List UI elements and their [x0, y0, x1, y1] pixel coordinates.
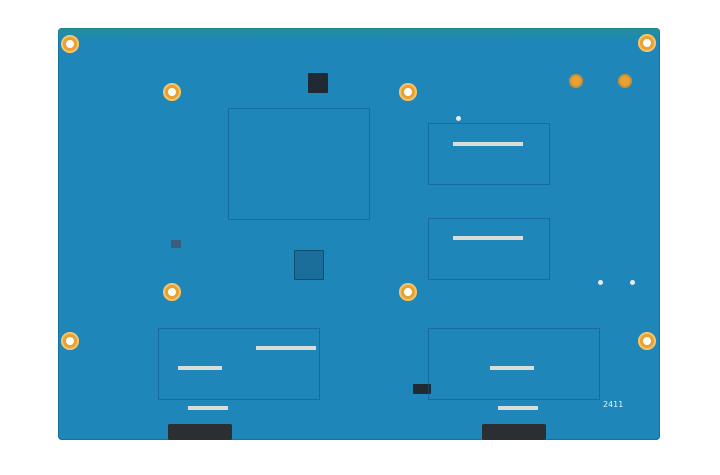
pad-row: [498, 406, 538, 410]
pad-row: [453, 142, 523, 146]
circuit-board: 2411: [58, 28, 660, 440]
trace-region: [428, 218, 550, 280]
antenna-connector: [620, 76, 630, 86]
via: [456, 116, 461, 121]
via: [630, 280, 635, 285]
mounting-hole: [163, 283, 181, 301]
trace-region: [428, 123, 550, 185]
usb-port: [482, 424, 546, 440]
mounting-hole: [638, 332, 656, 350]
component: [171, 240, 181, 248]
usb-port: [168, 424, 232, 440]
pad-row: [453, 236, 523, 240]
diode: [413, 384, 431, 394]
ic-chip: [308, 73, 328, 93]
pad-row: [256, 346, 316, 350]
pad-row: [178, 366, 222, 370]
trace-region: [228, 108, 370, 220]
antenna-connector: [571, 76, 581, 86]
board-edge: [58, 28, 660, 42]
via: [598, 280, 603, 285]
silkscreen-label: 2411: [603, 400, 624, 409]
ic-footprint: [294, 250, 324, 280]
mounting-hole: [61, 35, 79, 53]
mounting-hole: [61, 332, 79, 350]
trace-region: [158, 328, 320, 400]
trace-region: [428, 328, 600, 400]
pad-row: [490, 366, 534, 370]
mounting-hole: [163, 83, 181, 101]
mounting-hole: [399, 283, 417, 301]
pad-row: [188, 406, 228, 410]
mounting-hole: [638, 34, 656, 52]
mounting-hole: [399, 83, 417, 101]
